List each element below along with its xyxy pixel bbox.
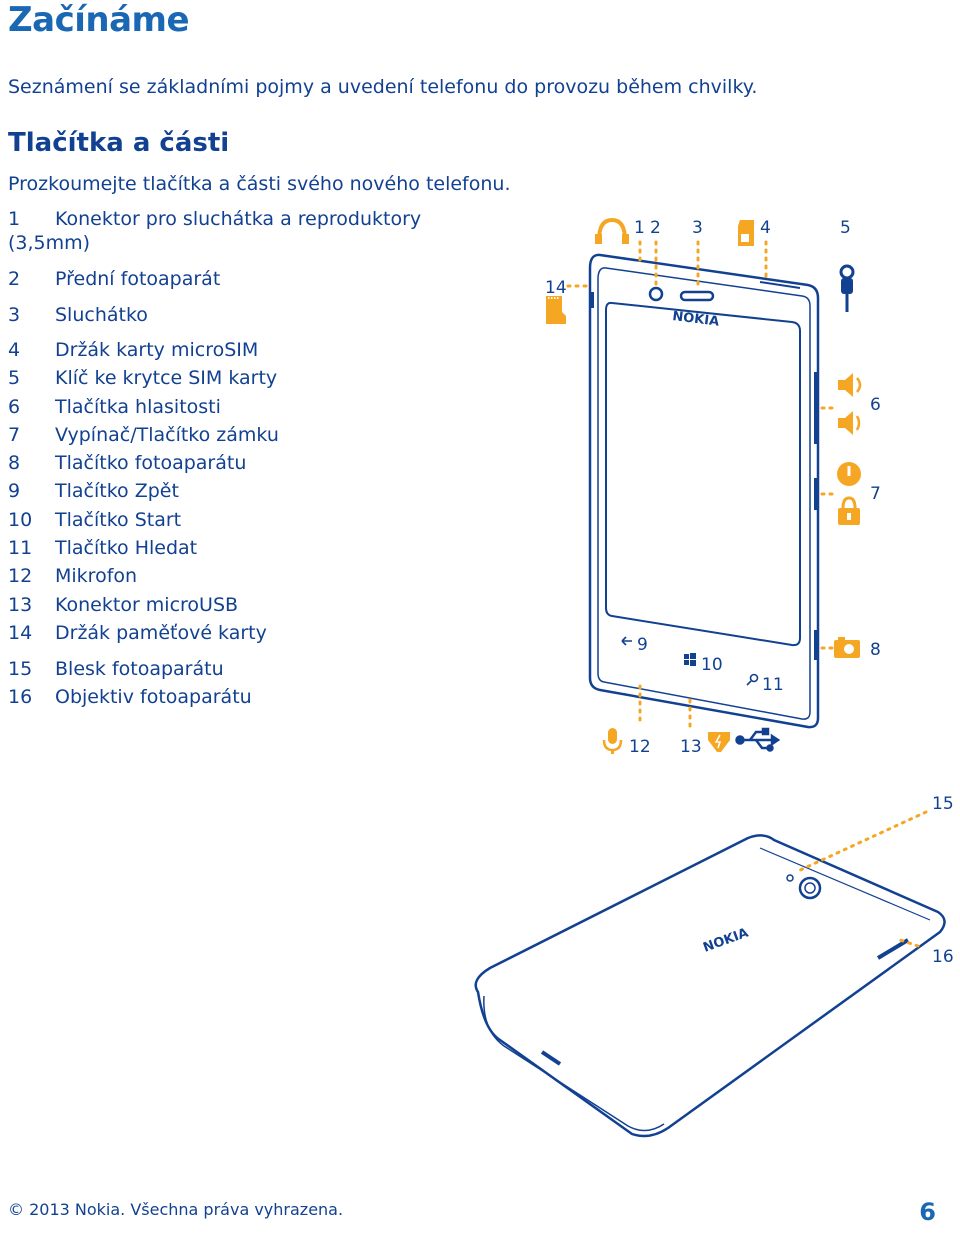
section-subtitle: Prozkoumejte tlačítka a části svého nové… <box>8 173 511 195</box>
sim-card-icon <box>738 220 754 246</box>
headphones-icon <box>595 217 629 244</box>
sim-key-icon <box>839 264 855 312</box>
callout-2: 2 <box>650 218 661 238</box>
callout-14: 14 <box>545 278 567 298</box>
search-key-icon <box>746 673 759 686</box>
callout-11: 11 <box>762 675 784 695</box>
intro-text: Seznámení se základními pojmy a uvedení … <box>8 76 758 98</box>
callout-1: 1 <box>634 218 645 238</box>
footer-copyright: © 2013 Nokia. Všechna práva vyhrazena. <box>8 1200 344 1219</box>
page-number: 6 <box>919 1198 936 1226</box>
memory-card-icon <box>546 296 566 324</box>
callout-9: 9 <box>637 635 648 655</box>
section-title: Tlačítka a části <box>8 128 230 158</box>
callout-12: 12 <box>629 737 651 757</box>
callout-15: 15 <box>932 794 954 814</box>
page-title: Začínáme <box>8 0 190 40</box>
phone-diagram: NOKIA NOKIA <box>474 217 954 1138</box>
front-brand-logo: NOKIA <box>672 309 720 330</box>
usb-icon <box>735 727 781 752</box>
callout-5: 5 <box>840 218 851 238</box>
callout-3: 3 <box>692 218 703 238</box>
power-icon <box>837 462 861 486</box>
callout-10: 10 <box>701 655 723 675</box>
callout-8: 8 <box>870 640 881 660</box>
callout-7: 7 <box>870 484 881 504</box>
volume-up-icon <box>838 373 862 397</box>
charging-icon <box>708 732 730 752</box>
callout-13: 13 <box>680 737 702 757</box>
earpiece-grille <box>679 290 715 302</box>
microphone-icon <box>602 728 623 754</box>
rear-camera-lens <box>798 876 822 900</box>
camera-icon <box>834 637 860 658</box>
callout-6: 6 <box>870 395 881 415</box>
start-key-icon <box>684 653 696 666</box>
phone-back: NOKIA <box>474 834 946 1138</box>
volume-down-icon <box>838 411 861 435</box>
back-key-icon <box>621 636 632 646</box>
camera-flash <box>786 874 794 882</box>
callout-leaders <box>566 240 928 948</box>
phone-front: NOKIA <box>588 253 820 729</box>
callout-4: 4 <box>760 218 771 238</box>
sim-chip-icon <box>741 234 749 242</box>
callout-16: 16 <box>932 947 954 967</box>
back-brand-logo: NOKIA <box>701 926 750 956</box>
front-camera-lens <box>648 286 664 302</box>
lock-icon <box>838 496 860 525</box>
